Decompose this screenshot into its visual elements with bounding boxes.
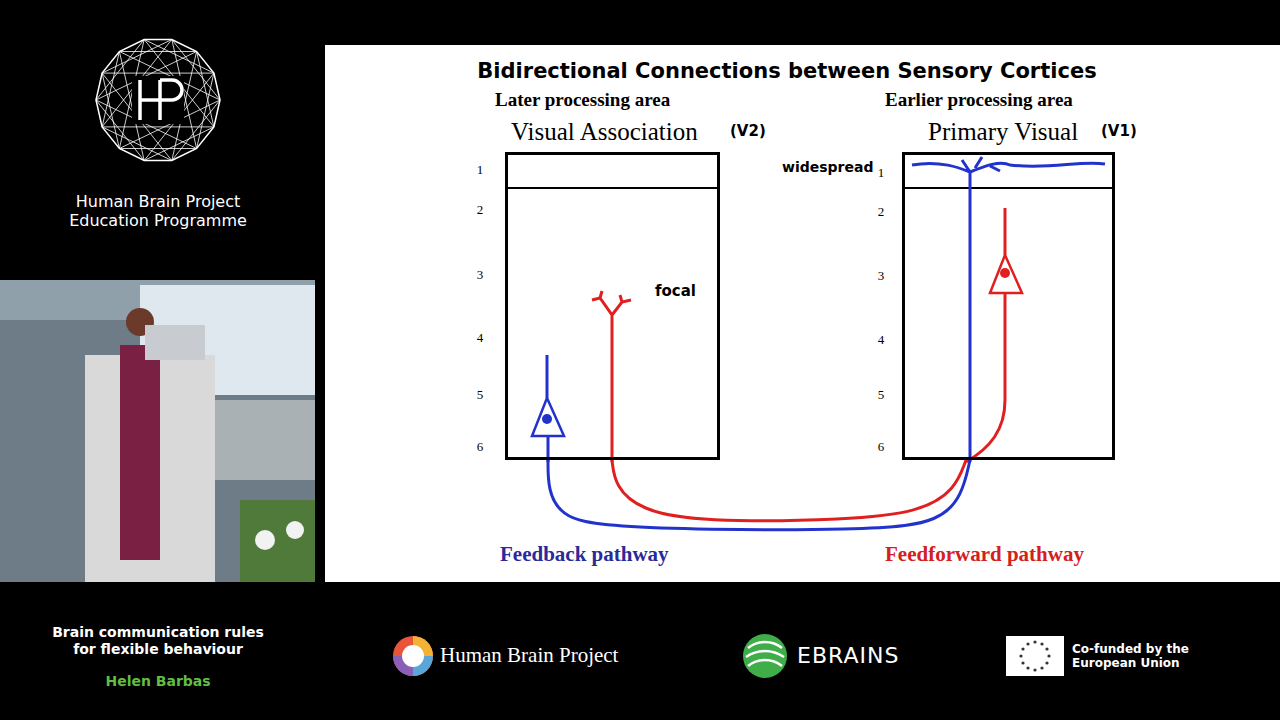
logo-wordmark: Human Brain Project xyxy=(440,643,618,668)
area-abbreviation: (V1) xyxy=(1101,122,1137,140)
cortex-area-box: Primary Visual(V1) xyxy=(902,152,1115,460)
pyramidal-soma xyxy=(990,255,1022,293)
layer-number: 3 xyxy=(477,267,484,283)
layer-number: 4 xyxy=(477,330,484,346)
flag-star xyxy=(1040,642,1043,645)
footer-hbp-logo xyxy=(393,636,433,676)
layer-number: 2 xyxy=(477,202,484,218)
logo-center xyxy=(132,76,184,124)
layer-number: 6 xyxy=(878,439,885,455)
dendrite xyxy=(546,355,549,398)
hbp-logo xyxy=(96,40,220,161)
logo-star xyxy=(96,40,220,161)
funding-note: Co-funded by the European Union xyxy=(1072,642,1202,671)
speaker-name: Helen Barbas xyxy=(105,673,210,690)
logo-monogram xyxy=(140,80,182,120)
area-abbreviation: (V2) xyxy=(730,122,766,140)
flower xyxy=(255,530,275,550)
speaker-video xyxy=(0,280,315,582)
layer-number: 1 xyxy=(477,162,484,178)
nucleus xyxy=(1000,268,1010,278)
logo-outline xyxy=(96,40,220,161)
flag-star xyxy=(1021,661,1024,664)
feedback-neuron xyxy=(532,355,564,462)
layer-number: 5 xyxy=(477,387,484,403)
flag-star xyxy=(1019,654,1022,657)
layer-number: 2 xyxy=(878,204,885,220)
layer-number: 3 xyxy=(878,268,885,284)
layer-number: 4 xyxy=(878,332,885,348)
logo-waves xyxy=(746,642,784,666)
pyramidal-soma xyxy=(532,398,564,436)
laptop xyxy=(145,325,205,360)
flag-star xyxy=(1033,640,1036,643)
speaker-body xyxy=(120,345,160,560)
flower xyxy=(286,521,304,539)
pathway-label: Feedback pathway xyxy=(500,542,669,567)
nucleus xyxy=(542,414,552,424)
lecture-title: Brain communication rules for flexible b… xyxy=(46,624,271,658)
layer-number: 1 xyxy=(878,165,885,181)
flag-star xyxy=(1021,647,1024,650)
axon-pathway xyxy=(548,460,970,530)
layer-boundary xyxy=(902,187,1115,189)
flag-star xyxy=(1040,666,1043,669)
cortex-area-box: Visual Association(V2) xyxy=(505,152,720,460)
area-heading: Earlier processing area xyxy=(885,89,1073,112)
video-background xyxy=(0,280,315,582)
flag-star xyxy=(1045,661,1048,664)
terminal-label: widespread xyxy=(782,159,873,176)
ebrains-logo xyxy=(743,634,787,678)
flag-field xyxy=(1006,636,1064,676)
terminal-label: focal xyxy=(655,282,696,300)
feedforward-neuron xyxy=(966,208,1022,462)
layer-number: 5 xyxy=(878,387,885,403)
flag-star xyxy=(1047,654,1050,657)
layer-number: 6 xyxy=(477,439,484,455)
flag-star xyxy=(1026,642,1029,645)
logo-disc xyxy=(743,634,787,678)
axon-pathway xyxy=(612,460,966,521)
dendrite xyxy=(1004,208,1007,255)
slide-background xyxy=(325,45,1280,582)
flowers xyxy=(240,500,315,582)
area-name: Primary Visual xyxy=(928,117,1078,147)
slide-title: Bidirectional Connections between Sensor… xyxy=(477,59,1096,84)
area-name: Visual Association xyxy=(511,117,698,147)
eu-flag xyxy=(1006,636,1064,676)
widespread-terminal xyxy=(912,157,1105,462)
flag-star xyxy=(1026,666,1029,669)
axon xyxy=(966,293,1005,462)
program-name: Human Brain Project Education Programme xyxy=(48,192,268,230)
flag-star xyxy=(1045,647,1048,650)
logo-core xyxy=(402,645,424,667)
area-heading: Later processing area xyxy=(495,89,670,112)
flag-star xyxy=(1033,668,1036,671)
logo-disc xyxy=(393,636,433,676)
logo-star xyxy=(96,40,220,161)
logo-wordmark: EBRAINS xyxy=(797,643,899,669)
layer-boundary xyxy=(505,187,720,189)
pathway-label: Feedforward pathway xyxy=(885,542,1084,567)
focal-terminal xyxy=(592,291,631,462)
